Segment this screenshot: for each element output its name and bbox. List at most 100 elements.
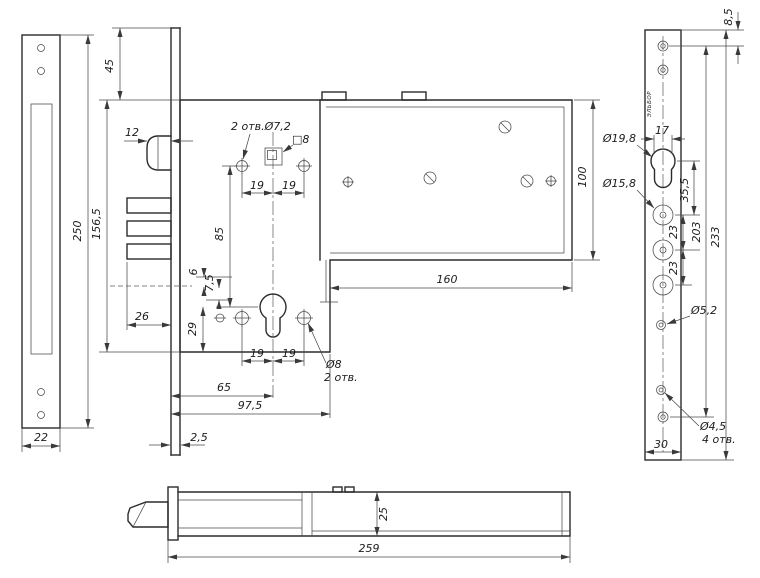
dim-233-label: 233 — [709, 227, 722, 248]
dim-12: 12 — [124, 126, 193, 144]
dim-203-label: 203 — [690, 222, 703, 243]
dim-22-label: 22 — [34, 431, 48, 444]
label-holes-7-2: 2 отв.Ø7,2 — [231, 120, 291, 160]
dia-8-count-label: 2 отв. — [324, 371, 358, 384]
dim-8-5: 8,5 — [669, 8, 744, 64]
dia-8-label: Ø8 — [325, 358, 342, 371]
latch-bolt-side — [127, 501, 169, 528]
dim-97-5-label: 97,5 — [238, 399, 263, 412]
hole-7-2 — [296, 158, 312, 174]
top-lug — [344, 486, 355, 493]
latch-bolt — [146, 135, 172, 171]
dim-8-5-label: 8,5 — [722, 8, 735, 26]
hole-8 — [295, 309, 313, 327]
dim-156-5-label: 156,5 — [90, 208, 103, 240]
dim-19-label: 19 — [250, 179, 264, 192]
dim-100: 100 — [574, 99, 600, 261]
dim-19-19-bottom: 19 19 — [241, 326, 305, 366]
cross-hole-icon — [545, 175, 557, 187]
left-view-faceplate: 250 22 — [21, 34, 94, 452]
dim-29: 29 — [186, 306, 206, 353]
right-view-back-plate: ЭЛЬБОР 8,5 — [602, 8, 744, 461]
dim-85-label: 85 — [213, 227, 226, 241]
small-hole — [214, 313, 226, 323]
label-dia-15-8: Ø15,8 — [602, 177, 655, 209]
dia-4-5-count-label: 4 отв. — [702, 433, 736, 446]
label-dia-19-8: Ø19,8 — [602, 132, 653, 158]
countersunk-hole — [657, 40, 669, 52]
dim-160-label: 160 — [437, 273, 458, 286]
hole-5-2 — [656, 320, 666, 330]
dia-15-8-label: Ø15,8 — [602, 177, 636, 190]
dim-23-label: 23 — [667, 261, 680, 275]
screw-head-icon — [423, 171, 437, 185]
cylinder-hole-19-8 — [650, 148, 676, 189]
dim-19-19-top: 19 19 — [241, 173, 305, 198]
dim-6: 6 — [187, 267, 232, 297]
screw-hole-icon — [37, 44, 45, 52]
countersunk-hole — [657, 411, 669, 423]
dim-25: 25 — [374, 491, 390, 537]
screw-head-icon — [498, 120, 512, 134]
bottom-view-side-profile: 25 259 — [127, 486, 571, 563]
square-8-label: □8 — [292, 133, 309, 146]
dim-7-5: 7,5 — [203, 274, 232, 310]
hole-15-8 — [652, 204, 674, 226]
top-lug — [332, 486, 343, 493]
dim-29-label: 29 — [186, 322, 199, 336]
dim-45-label: 45 — [103, 59, 116, 73]
screw-head-icon — [520, 174, 534, 188]
screw-hole-icon — [37, 67, 45, 75]
dim-259: 259 — [167, 536, 571, 563]
dim-17: 17 — [641, 124, 685, 154]
dim-259-label: 259 — [359, 542, 380, 555]
dim-19-label: 19 — [282, 179, 296, 192]
hole-4-5 — [656, 385, 666, 395]
dim-85: 85 — [213, 165, 258, 308]
dim-35-5-label: 35,5 — [678, 178, 691, 203]
dia-5-2-label: Ø5,2 — [690, 304, 717, 317]
dim-160: 160 — [329, 262, 573, 292]
lock-body-outline — [179, 99, 573, 353]
dim-7-5-label: 7,5 — [203, 274, 216, 292]
label-square-8: □8 — [282, 133, 309, 153]
spindle-square-hole — [264, 147, 283, 166]
hole-7-2 — [234, 158, 250, 174]
brand-mark: ЭЛЬБОР — [647, 91, 653, 118]
main-view-lock-body: 45 156,5 12 2 отв.Ø7,2 □8 19 19 — [90, 27, 600, 456]
label-dia-8: Ø8 2 отв. — [307, 322, 358, 384]
dim-22: 22 — [21, 428, 61, 452]
top-notch — [321, 91, 347, 101]
dim-17-label: 17 — [655, 124, 669, 137]
dim-2-5: 2,5 — [149, 431, 208, 448]
deadbolt-pins — [126, 197, 172, 260]
dim-25-label: 25 — [377, 507, 390, 521]
faceplate-outline — [21, 34, 61, 429]
dim-26: 26 — [126, 262, 172, 330]
label-dia-4-5: Ø4,5 4 отв. — [664, 392, 736, 446]
countersunk-hole — [657, 64, 669, 76]
faceplate-edge-side — [167, 486, 179, 541]
keyhole — [259, 293, 287, 338]
dim-45: 45 — [103, 27, 171, 101]
dim-30-label: 30 — [654, 438, 668, 451]
dim-203: 203 — [670, 45, 714, 418]
dim-23-upper: 23 — [667, 214, 700, 251]
dim-26-label: 26 — [135, 310, 149, 323]
dim-156-5: 156,5 — [90, 99, 180, 353]
dim-65-label: 65 — [217, 381, 231, 394]
dim-23-label: 23 — [667, 225, 680, 239]
dim-12-label: 12 — [125, 126, 139, 139]
dim-250: 250 — [60, 34, 94, 429]
spindle-square-inner — [267, 150, 277, 160]
hole-15-8 — [652, 274, 674, 296]
dia-4-5-label: Ø4,5 — [699, 420, 726, 433]
dim-23-lower: 23 — [667, 249, 692, 286]
dim-2-5-label: 2,5 — [190, 431, 208, 444]
dim-30: 30 — [644, 438, 682, 455]
dim-100-label: 100 — [576, 167, 589, 188]
dim-250-label: 250 — [71, 221, 84, 242]
dim-19-label: 19 — [250, 347, 264, 360]
hole-15-8 — [652, 239, 674, 261]
dim-19-label: 19 — [282, 347, 296, 360]
